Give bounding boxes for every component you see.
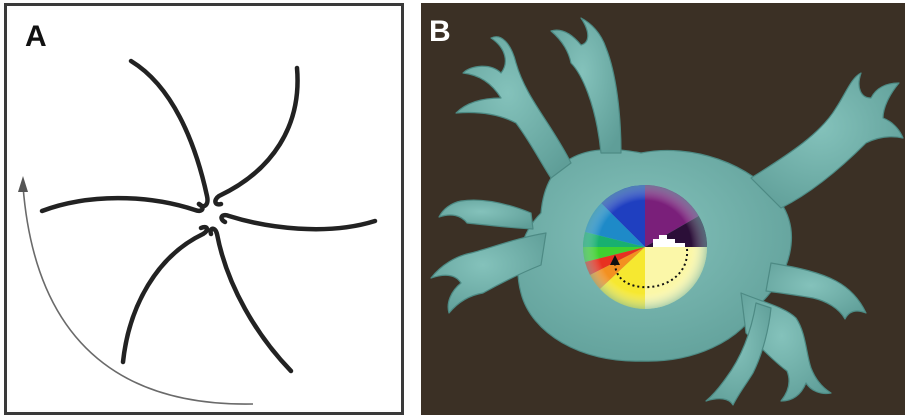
spiral-arm-3 xyxy=(219,213,378,232)
panel-a-label: A xyxy=(25,20,47,53)
spiral-arm-5 xyxy=(120,224,210,365)
vein-top xyxy=(550,17,622,154)
rotation-arrow xyxy=(18,176,254,405)
panel-b-label: B xyxy=(429,15,451,48)
panel-a: A xyxy=(4,3,404,415)
spiral-arm-4 xyxy=(208,226,294,374)
spiral-arm-1 xyxy=(128,58,210,209)
panel-b: B xyxy=(421,3,905,415)
vein-upper-left xyxy=(455,36,572,179)
phase-color-wheel xyxy=(583,185,707,309)
vein-bottom-left xyxy=(705,302,772,406)
vein-left-upper xyxy=(438,199,534,230)
left-atrium-model xyxy=(430,17,904,406)
dotted-rotation-arrow xyxy=(610,248,689,289)
spiral-arm-2 xyxy=(213,65,300,207)
vein-left xyxy=(430,232,547,314)
rotor-spiral-diagram xyxy=(18,58,378,405)
vein-upper-right xyxy=(750,72,904,209)
vein-right-side xyxy=(765,262,867,320)
spiral-arm-6 xyxy=(39,195,205,214)
